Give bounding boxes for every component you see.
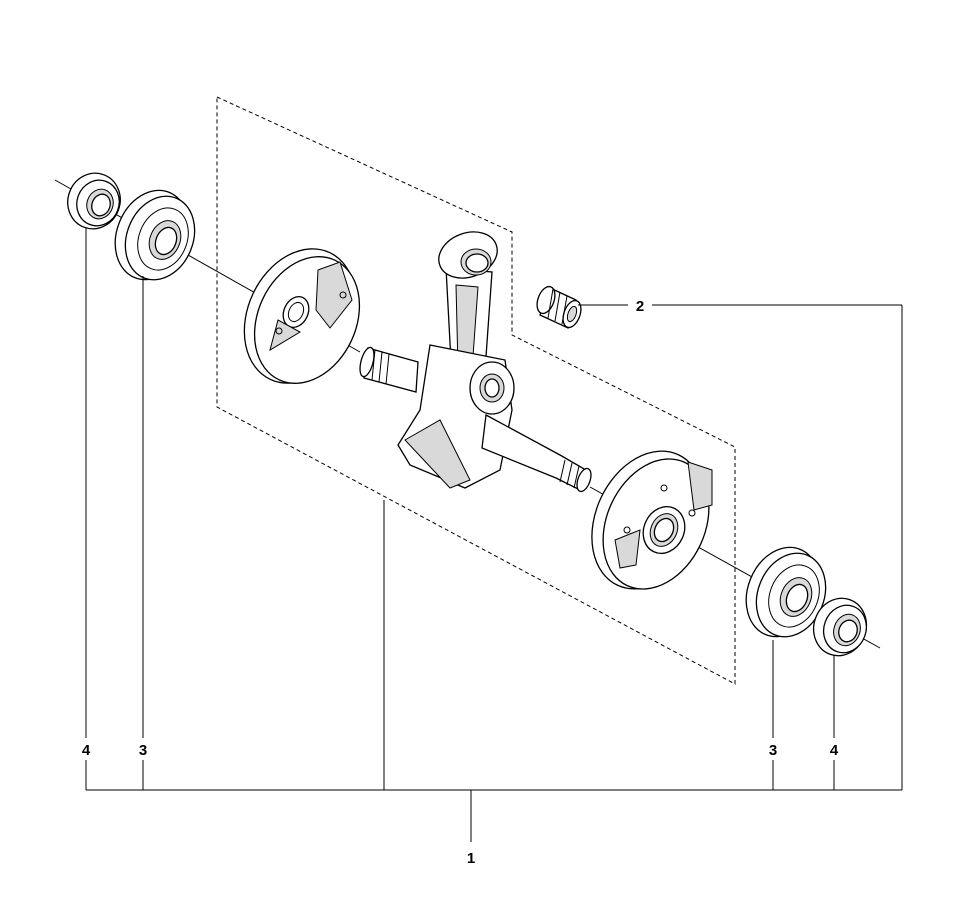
callout-4-right: 4 (830, 742, 839, 759)
crank-web-right (591, 450, 713, 590)
shaft-stub-right (481, 413, 592, 493)
callout-4-left: 4 (82, 742, 91, 759)
leader-lines (85, 228, 903, 842)
shaft-stub-left (359, 346, 419, 393)
ball-bearing-right (745, 546, 827, 638)
oil-seal-left (67, 172, 121, 230)
ball-bearing-left (114, 189, 196, 281)
assembly-boundary (216, 96, 736, 685)
callout-2: 2 (636, 298, 644, 315)
oil-seal-right (812, 597, 868, 657)
crankshaft-body (397, 344, 515, 489)
callout-3-left: 3 (139, 742, 147, 759)
callout-1: 1 (467, 850, 475, 867)
needle-bearing (536, 285, 582, 329)
crank-web-left (243, 248, 361, 384)
callout-3-right: 3 (769, 742, 777, 759)
